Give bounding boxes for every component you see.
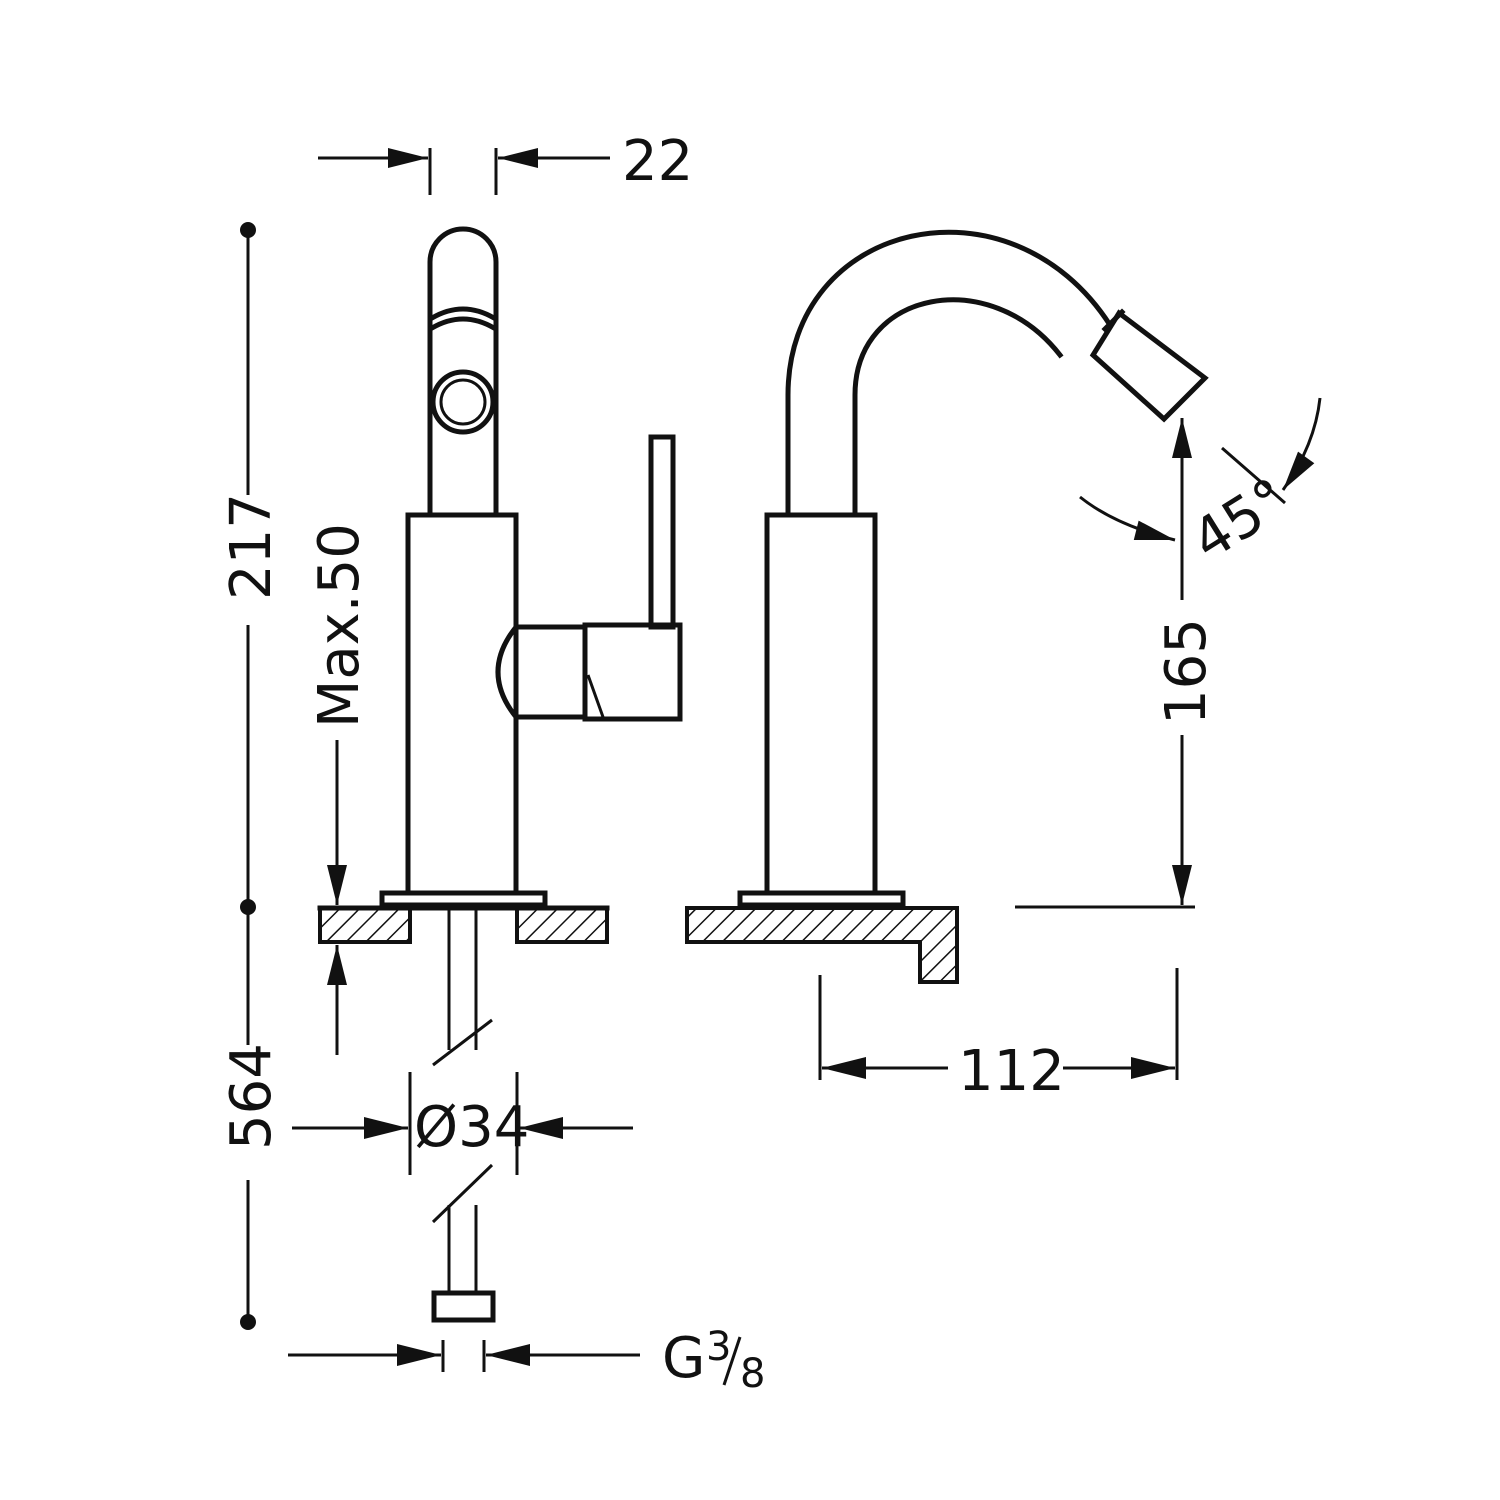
dimension-diameter-34: Ø34	[292, 1072, 633, 1175]
aerator-outlet	[430, 369, 496, 435]
front-view	[685, 229, 1209, 984]
aerator-inner	[439, 378, 487, 426]
spray-head-joint	[1101, 308, 1126, 333]
dim-g-label: G	[662, 1326, 705, 1391]
front-body	[764, 512, 878, 896]
handle-lever	[648, 434, 676, 630]
side-view	[317, 226, 683, 1323]
front-deck	[685, 906, 959, 984]
spout-ring	[428, 306, 498, 322]
dim-max50-label: Max.50	[307, 523, 372, 728]
gooseneck-outer	[785, 229, 1114, 518]
hose-nut	[431, 1290, 496, 1323]
dim-165-label: 165	[1154, 618, 1219, 725]
break-mark-upper	[432, 1018, 493, 1067]
handle-hub	[495, 624, 588, 720]
dim-34-label: Ø34	[414, 1095, 529, 1160]
dim-564-label: 564	[219, 1043, 284, 1150]
dim-22-label: 22	[622, 129, 693, 194]
spray-head	[1089, 309, 1209, 423]
base-flange	[379, 890, 548, 908]
dim-217-label: 217	[219, 493, 284, 600]
front-base-flange	[737, 890, 906, 908]
deck-right	[515, 906, 609, 944]
dim-g-denominator: 8	[740, 1351, 765, 1397]
deck-left	[318, 906, 412, 944]
dimension-45deg: 45°	[1079, 397, 1322, 574]
mixer-body	[405, 512, 519, 896]
dimension-g38: G 3 8	[288, 1324, 765, 1397]
dimension-max50: Max.50	[307, 523, 372, 1055]
dim-g-numerator: 3	[706, 1324, 731, 1370]
spout-tube	[427, 226, 499, 518]
gooseneck-inner	[852, 297, 1064, 518]
dimension-165: 165	[1015, 418, 1219, 909]
dimension-22: 22	[318, 129, 693, 195]
handle-block	[582, 622, 683, 722]
dim-112-label: 112	[958, 1039, 1065, 1104]
handle-bevel	[586, 674, 605, 718]
dimension-112: 112	[818, 968, 1179, 1104]
dimension-217: 217	[219, 222, 284, 915]
dim-45-label: 45°	[1181, 466, 1300, 574]
break-mark-lower	[431, 1163, 494, 1224]
spout-ring-lower	[428, 316, 498, 332]
dimension-564: 564	[219, 907, 284, 1330]
